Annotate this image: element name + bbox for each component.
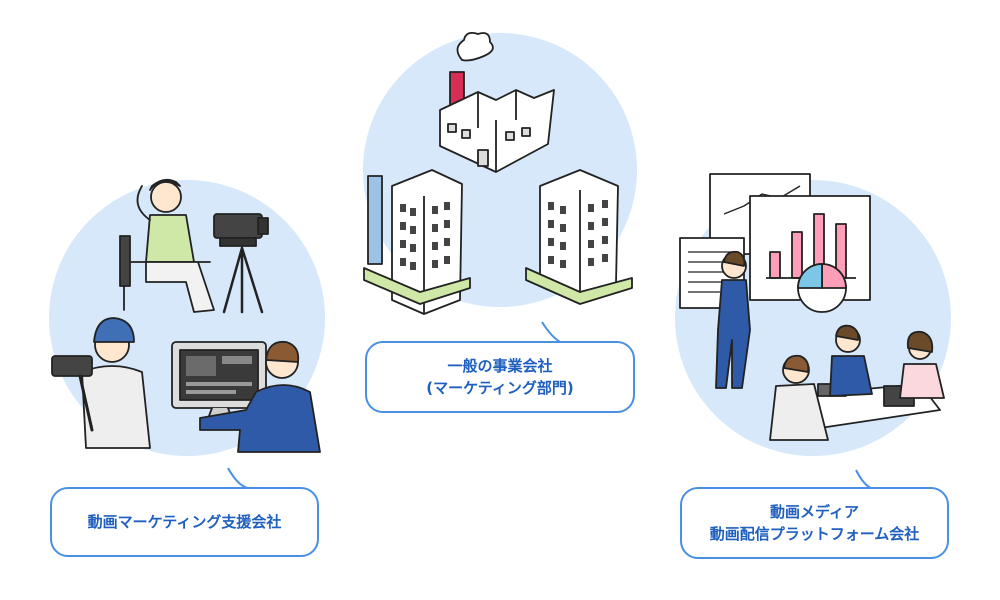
label-line: 動画メディア [770, 503, 859, 521]
video-camera [213, 213, 263, 239]
business-meeting-illustration [679, 173, 945, 441]
middle-bubble-tail [541, 321, 563, 344]
label-line: 動画マーケティング支援会社 [87, 513, 282, 531]
company-buildings-illustration [363, 31, 633, 315]
factory [439, 89, 555, 173]
label-line: 一般の事業会社 [447, 357, 553, 375]
gimbal-camera [51, 355, 93, 377]
label-line: (マーケティング部門) [426, 379, 574, 397]
label-video-marketing-support: 動画マーケティング支援会社 [50, 487, 319, 557]
seated-person-head [150, 181, 182, 213]
chart-bar-2 [791, 231, 803, 279]
label-general-company: 一般の事業会社 (マーケティング部門) [365, 341, 635, 413]
label-video-media: 動画メディア 動画配信プラットフォーム会社 [680, 487, 949, 559]
chart-bar-1 [769, 251, 781, 279]
smoke-icon [456, 31, 494, 62]
video-production-illustration [51, 178, 321, 453]
left-bubble-tail [227, 467, 249, 489]
label-line: 動画配信プラットフォーム会社 [709, 525, 920, 543]
tripod [222, 246, 264, 314]
